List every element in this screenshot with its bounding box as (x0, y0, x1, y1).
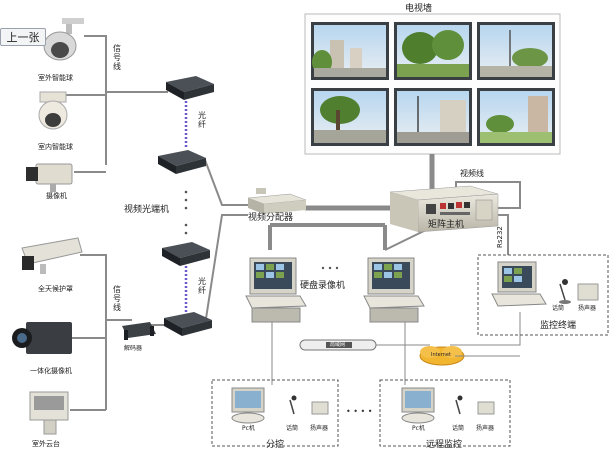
dvr-right (363, 257, 425, 323)
video-optical-label: 视频光端机 (124, 205, 170, 215)
remote-pc-label: Pc机 (412, 425, 425, 432)
fiber-top-label: 光纤 (198, 111, 206, 129)
connection-lines (58, 35, 521, 411)
branch-box (211, 379, 339, 447)
ellipsis-dots (184, 190, 339, 270)
optical-unit-3 (162, 242, 210, 266)
tv-wall (304, 13, 561, 155)
fiber-bottom-label: 光纤 (198, 277, 206, 295)
branch-label: 分控 (266, 440, 285, 450)
branch-phone-label: 话筒 (286, 425, 299, 432)
optical-unit-4 (164, 312, 212, 336)
tv-screen-5 (394, 88, 472, 146)
outdoor-dome-label: 室外智能球 (38, 74, 73, 82)
matrix-host (389, 185, 499, 233)
dvr-left (245, 257, 307, 323)
integrated-camera (12, 322, 72, 354)
integrated-camera-label: 一体化摄像机 (30, 367, 72, 375)
matrix-label: 矩阵主机 (428, 220, 465, 230)
signal-line-top-label: 信号线 (113, 44, 121, 71)
outdoor-dome-camera (43, 18, 84, 61)
tv-screen-4 (311, 88, 389, 146)
indoor-dome-label: 室内智能球 (38, 143, 73, 151)
remote-label: 远程监控 (426, 440, 463, 450)
box-camera (26, 163, 73, 192)
dvr-label: 硬盘录像机 (300, 281, 346, 291)
tv-screen-1 (311, 22, 389, 80)
indoor-dome-camera (38, 91, 68, 130)
monitor-terminal-box (477, 254, 609, 336)
lan-label: 局域网 (330, 342, 346, 348)
internet-cloud (419, 346, 465, 366)
video-line-label: 视频线 (460, 169, 484, 178)
tv-wall-label: 电视墙 (405, 4, 433, 14)
optical-unit-1 (166, 76, 214, 100)
monitor-terminal-label: 监控终端 (540, 321, 577, 331)
signal-line-bottom-label: 信号线 (113, 285, 121, 312)
branch-pc-label: Pc机 (242, 425, 255, 432)
remote-phone-label: 话筒 (452, 425, 465, 432)
tv-screen-6 (477, 88, 555, 146)
ptz-label: 室外云台 (32, 440, 60, 448)
remote-speaker-label: 扬声器 (476, 425, 495, 432)
decoder-box (122, 322, 156, 340)
ptz-camera (29, 391, 69, 435)
remote-box (379, 379, 511, 447)
distributor-label: 视频分配器 (248, 213, 294, 223)
internet-label: Internet (431, 352, 451, 358)
housing-camera (21, 237, 83, 274)
phone-label: 话筒 (552, 305, 565, 312)
camera-label: 摄像机 (46, 192, 67, 200)
decoder-label: 解码器 (124, 345, 143, 352)
tv-screen-3 (477, 22, 555, 80)
optical-unit-2 (158, 150, 206, 174)
speaker-label: 扬声器 (578, 305, 597, 312)
housing-label: 全天候护罩 (38, 285, 73, 293)
video-distributor (247, 188, 307, 214)
branch-speaker-label: 扬声器 (310, 425, 329, 432)
rs232-label: Rs232 (496, 226, 504, 248)
prev-image-button[interactable]: 上一张 (0, 28, 46, 46)
tv-screen-2 (394, 22, 472, 80)
ellipsis-label: • • • • (346, 407, 373, 416)
